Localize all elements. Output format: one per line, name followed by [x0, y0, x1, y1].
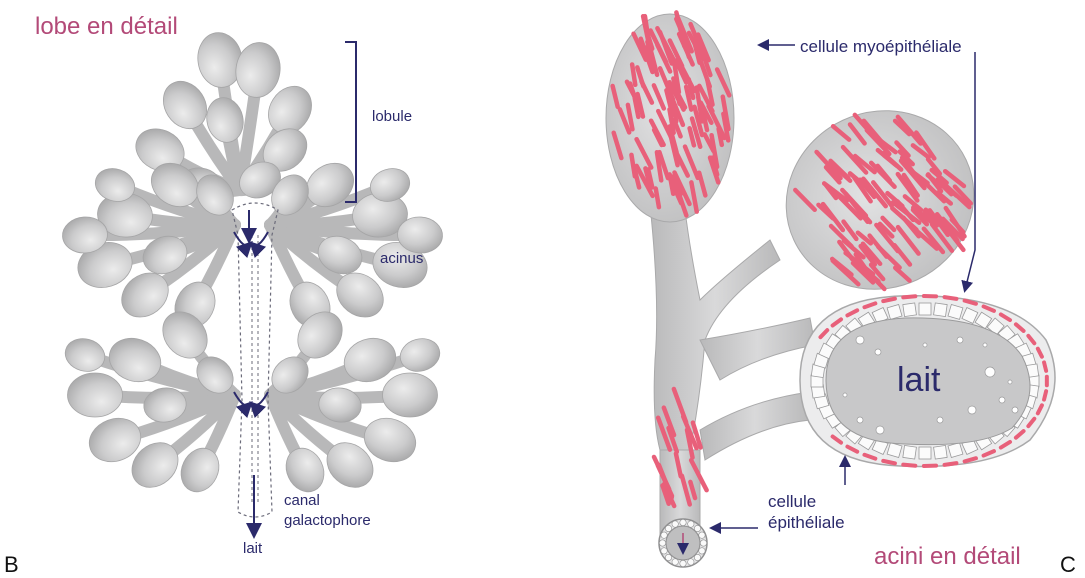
myoepithelial-fiber: [945, 297, 957, 299]
acinus-bulb: [68, 373, 123, 417]
lobule: [265, 303, 444, 498]
panel-c-caption: acini en détail: [874, 543, 1021, 570]
myoepithelial-fiber: [1044, 391, 1046, 399]
acinus-bulb: [383, 373, 438, 417]
epithelial-cell-label-line1: cellule: [768, 492, 816, 511]
myoepithelial-fiber: [903, 465, 915, 466]
myoepithelial-cell-label: cellule myoépithéliale: [800, 37, 962, 56]
myoepithelial-fiber: [883, 461, 895, 464]
epithelial-cell: [903, 445, 917, 459]
lobule: [61, 154, 241, 334]
milk-flow-arrows: [234, 210, 268, 535]
myoepithelial-fiber: [632, 64, 635, 84]
lait-label-c: lait: [897, 361, 941, 399]
canal-label-line1: canal: [284, 492, 320, 509]
myoepithelial-fiber: [903, 296, 915, 297]
lait-label-b: lait: [243, 540, 263, 557]
central-duct: [232, 203, 278, 517]
panel-c-acini: cellule myoépithéliale lait cellule épit…: [606, 12, 1076, 577]
acinus-bulb: [397, 334, 444, 375]
myoepithelial-fiber: [945, 463, 957, 465]
panel-letter-b: B: [4, 552, 19, 577]
epithelial-cell: [934, 445, 948, 459]
epithelial-cell-label-line2: épithéliale: [768, 513, 845, 532]
acini-ducts: [650, 205, 815, 540]
myoepithelial-fiber: [1044, 362, 1046, 370]
panel-b-title: lobe en détail: [35, 13, 178, 40]
canal-label-line2: galactophore: [284, 512, 371, 529]
myoepithelial-fiber: [656, 189, 659, 208]
acinus-label: acinus: [380, 250, 423, 267]
lobule: [62, 303, 241, 498]
epithelial-cell: [903, 303, 917, 317]
duct-cross-section: [659, 519, 707, 567]
acinus-bulb: [155, 73, 216, 137]
acinus-bulb: [62, 334, 109, 375]
panel-b-lobe: lobe en détail lobule acinus canal galac…: [4, 13, 444, 577]
epithelial-cell: [919, 447, 931, 459]
lobule-label: lobule: [372, 108, 412, 125]
epithelial-cell: [934, 303, 948, 317]
panel-letter-c: C: [1060, 552, 1076, 577]
myoepithelial-fiber: [883, 299, 895, 302]
lobule: [264, 154, 444, 334]
epithelial-cell: [919, 303, 931, 315]
